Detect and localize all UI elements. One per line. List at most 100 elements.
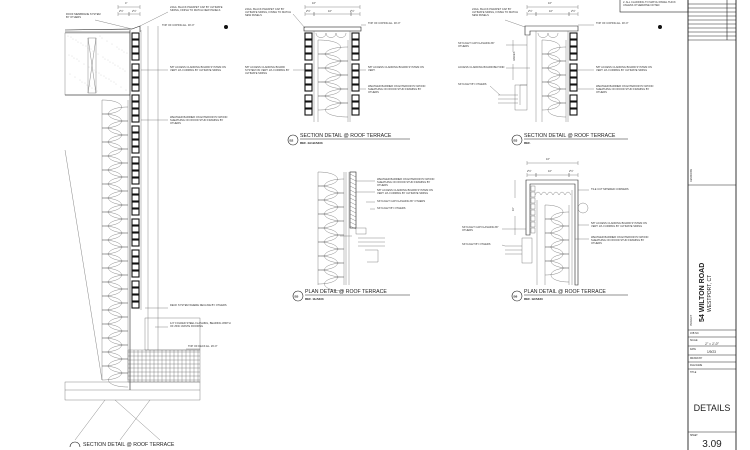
- cladding-board: [131, 263, 140, 271]
- cladding-board: [131, 94, 140, 102]
- stipple: [119, 67, 121, 69]
- cladding-board: [131, 194, 140, 202]
- detail-b5-plan: WEATHER BARRIER ON EXTERIOR PLYWOOD SHEA…: [292, 171, 434, 302]
- cladding-board: [131, 187, 140, 195]
- dimension: 10": [549, 9, 553, 13]
- linework: [349, 221, 357, 226]
- cladding-board: [351, 53, 360, 61]
- stipple: [99, 35, 101, 37]
- note: TILE CUT MITERED CORNERS: [591, 188, 629, 191]
- cladding-board: [304, 70, 313, 78]
- cladding-board: [131, 39, 140, 47]
- svg-text:SECTION DETAIL @ ROOF TERRACE: SECTION DETAIL @ ROOF TERRACE: [83, 442, 175, 448]
- note: SKYLIGHT CAP FLASHING BY OTHERS: [377, 200, 426, 203]
- detail-b3-section: 16" 2½" 10" 2½" VARIES 24GA. BLACK PARAP…: [458, 1, 662, 146]
- linework: [349, 217, 357, 222]
- project-location: WESTPORT, CT: [707, 275, 713, 312]
- cladding-board: [131, 46, 140, 54]
- detail-linework: [64, 5, 228, 441]
- linework: [504, 19, 526, 28]
- general-notes: 2. ALL CLADDING TO MATCH PANEL THICK UNL…: [619, 0, 689, 13]
- cladding-board: [569, 63, 578, 71]
- stipple: [81, 81, 83, 83]
- flashing: [355, 227, 367, 235]
- scale-value: 1" = 1'-0": [705, 342, 720, 346]
- cladding-board: [351, 108, 360, 116]
- stipple: [121, 49, 123, 51]
- cladding-board: [569, 46, 578, 54]
- dimension: 2½": [569, 169, 574, 173]
- dimension: 16": [312, 1, 316, 5]
- cladding-board: [131, 156, 140, 164]
- linework: [349, 177, 357, 182]
- cladding-board: [304, 32, 313, 40]
- stipple: [94, 88, 96, 90]
- cladding-board: [304, 84, 313, 92]
- stipple: [69, 73, 71, 75]
- cladding-board: [530, 215, 536, 222]
- linework: [64, 149, 103, 381]
- detail-section-roof-terrace-left: ROOF MEMBRANE SYSTEM BY OTHERS 24GA. BLA…: [64, 1, 231, 448]
- stipple: [120, 86, 122, 88]
- svg-text:PLAN DETAIL @ ROOF TERRACE: PLAN DETAIL @ ROOF TERRACE: [524, 289, 606, 295]
- stipple: [126, 52, 128, 54]
- detail-caption: B2 SECTION DETAIL @ ROOF TERRACE REF. 4A…: [287, 133, 410, 146]
- stipple: [102, 56, 104, 58]
- cladding-board: [131, 177, 140, 185]
- svg-text:SECTION DETAIL @ ROOF TERRACE: SECTION DETAIL @ ROOF TERRACE: [300, 133, 392, 139]
- cladding-board: [131, 139, 140, 147]
- dimension: 10": [548, 169, 552, 173]
- cladding-board: [569, 39, 578, 47]
- cladding-board: [131, 170, 140, 178]
- cladding-board: [131, 163, 140, 171]
- joist: [87, 37, 97, 94]
- stipple: [111, 43, 113, 45]
- skylight-frame: [514, 84, 528, 111]
- note: SKYLIGHT CAP FLASHING BY OTHERS: [462, 226, 499, 233]
- batt-insulation: [315, 32, 347, 38]
- stipple: [117, 65, 119, 67]
- stipple: [80, 42, 82, 44]
- stipple: [125, 89, 127, 91]
- scale-label: SCALE: [690, 339, 698, 342]
- cladding-board: [530, 209, 536, 216]
- linework: [505, 245, 522, 255]
- detail-linework: [501, 161, 589, 286]
- dimension: 2½": [119, 9, 124, 13]
- linework: [94, 19, 133, 30]
- cladding-board: [131, 270, 140, 278]
- stipple: [92, 50, 94, 52]
- note: 5/8" ACCESS CLADDING BOARD SYSTEM ON VER…: [368, 66, 424, 73]
- stipple: [75, 39, 77, 41]
- stipple: [122, 68, 124, 70]
- cladding-board: [131, 256, 140, 264]
- note: SKYLIGHT BY OTHERS: [458, 83, 487, 86]
- cladding-board: [530, 197, 536, 204]
- svg-text:REF. 4A12/A633: REF. 4A12/A633: [300, 141, 323, 145]
- cladding-board: [131, 232, 140, 240]
- linework: [349, 181, 357, 186]
- note: 24GA. BLACK PARAPET CAP BY ULTIMATE SIDI…: [245, 8, 292, 18]
- cladding-board: [569, 53, 578, 61]
- note: ROOF MEMBRANE SYSTEM BY OTHERS: [66, 13, 101, 20]
- cladding-board: [530, 203, 536, 210]
- stipple: [83, 63, 85, 65]
- cladding-board: [530, 191, 536, 198]
- linework: [349, 225, 357, 230]
- cladding-board: [131, 77, 140, 85]
- dimension: 4": [125, 1, 127, 5]
- cladding-board: [569, 101, 578, 109]
- stipple: [97, 53, 99, 55]
- linework: [349, 189, 357, 194]
- revisions-label: REVISIONS: [690, 169, 693, 182]
- sheet-label: SHEET: [690, 435, 698, 437]
- section-marker: [577, 202, 589, 214]
- dimension: 16": [546, 157, 550, 161]
- note: TOP OF COPING EL. 30'-0": [162, 24, 195, 27]
- stipple: [118, 48, 120, 50]
- detail-number: B3: [514, 139, 518, 143]
- dashed-outline: [144, 317, 201, 351]
- detail-caption: B6 PLAN DETAIL @ ROOF TERRACE REF. 12/A6…: [511, 289, 628, 302]
- dimension: 2½": [132, 9, 137, 13]
